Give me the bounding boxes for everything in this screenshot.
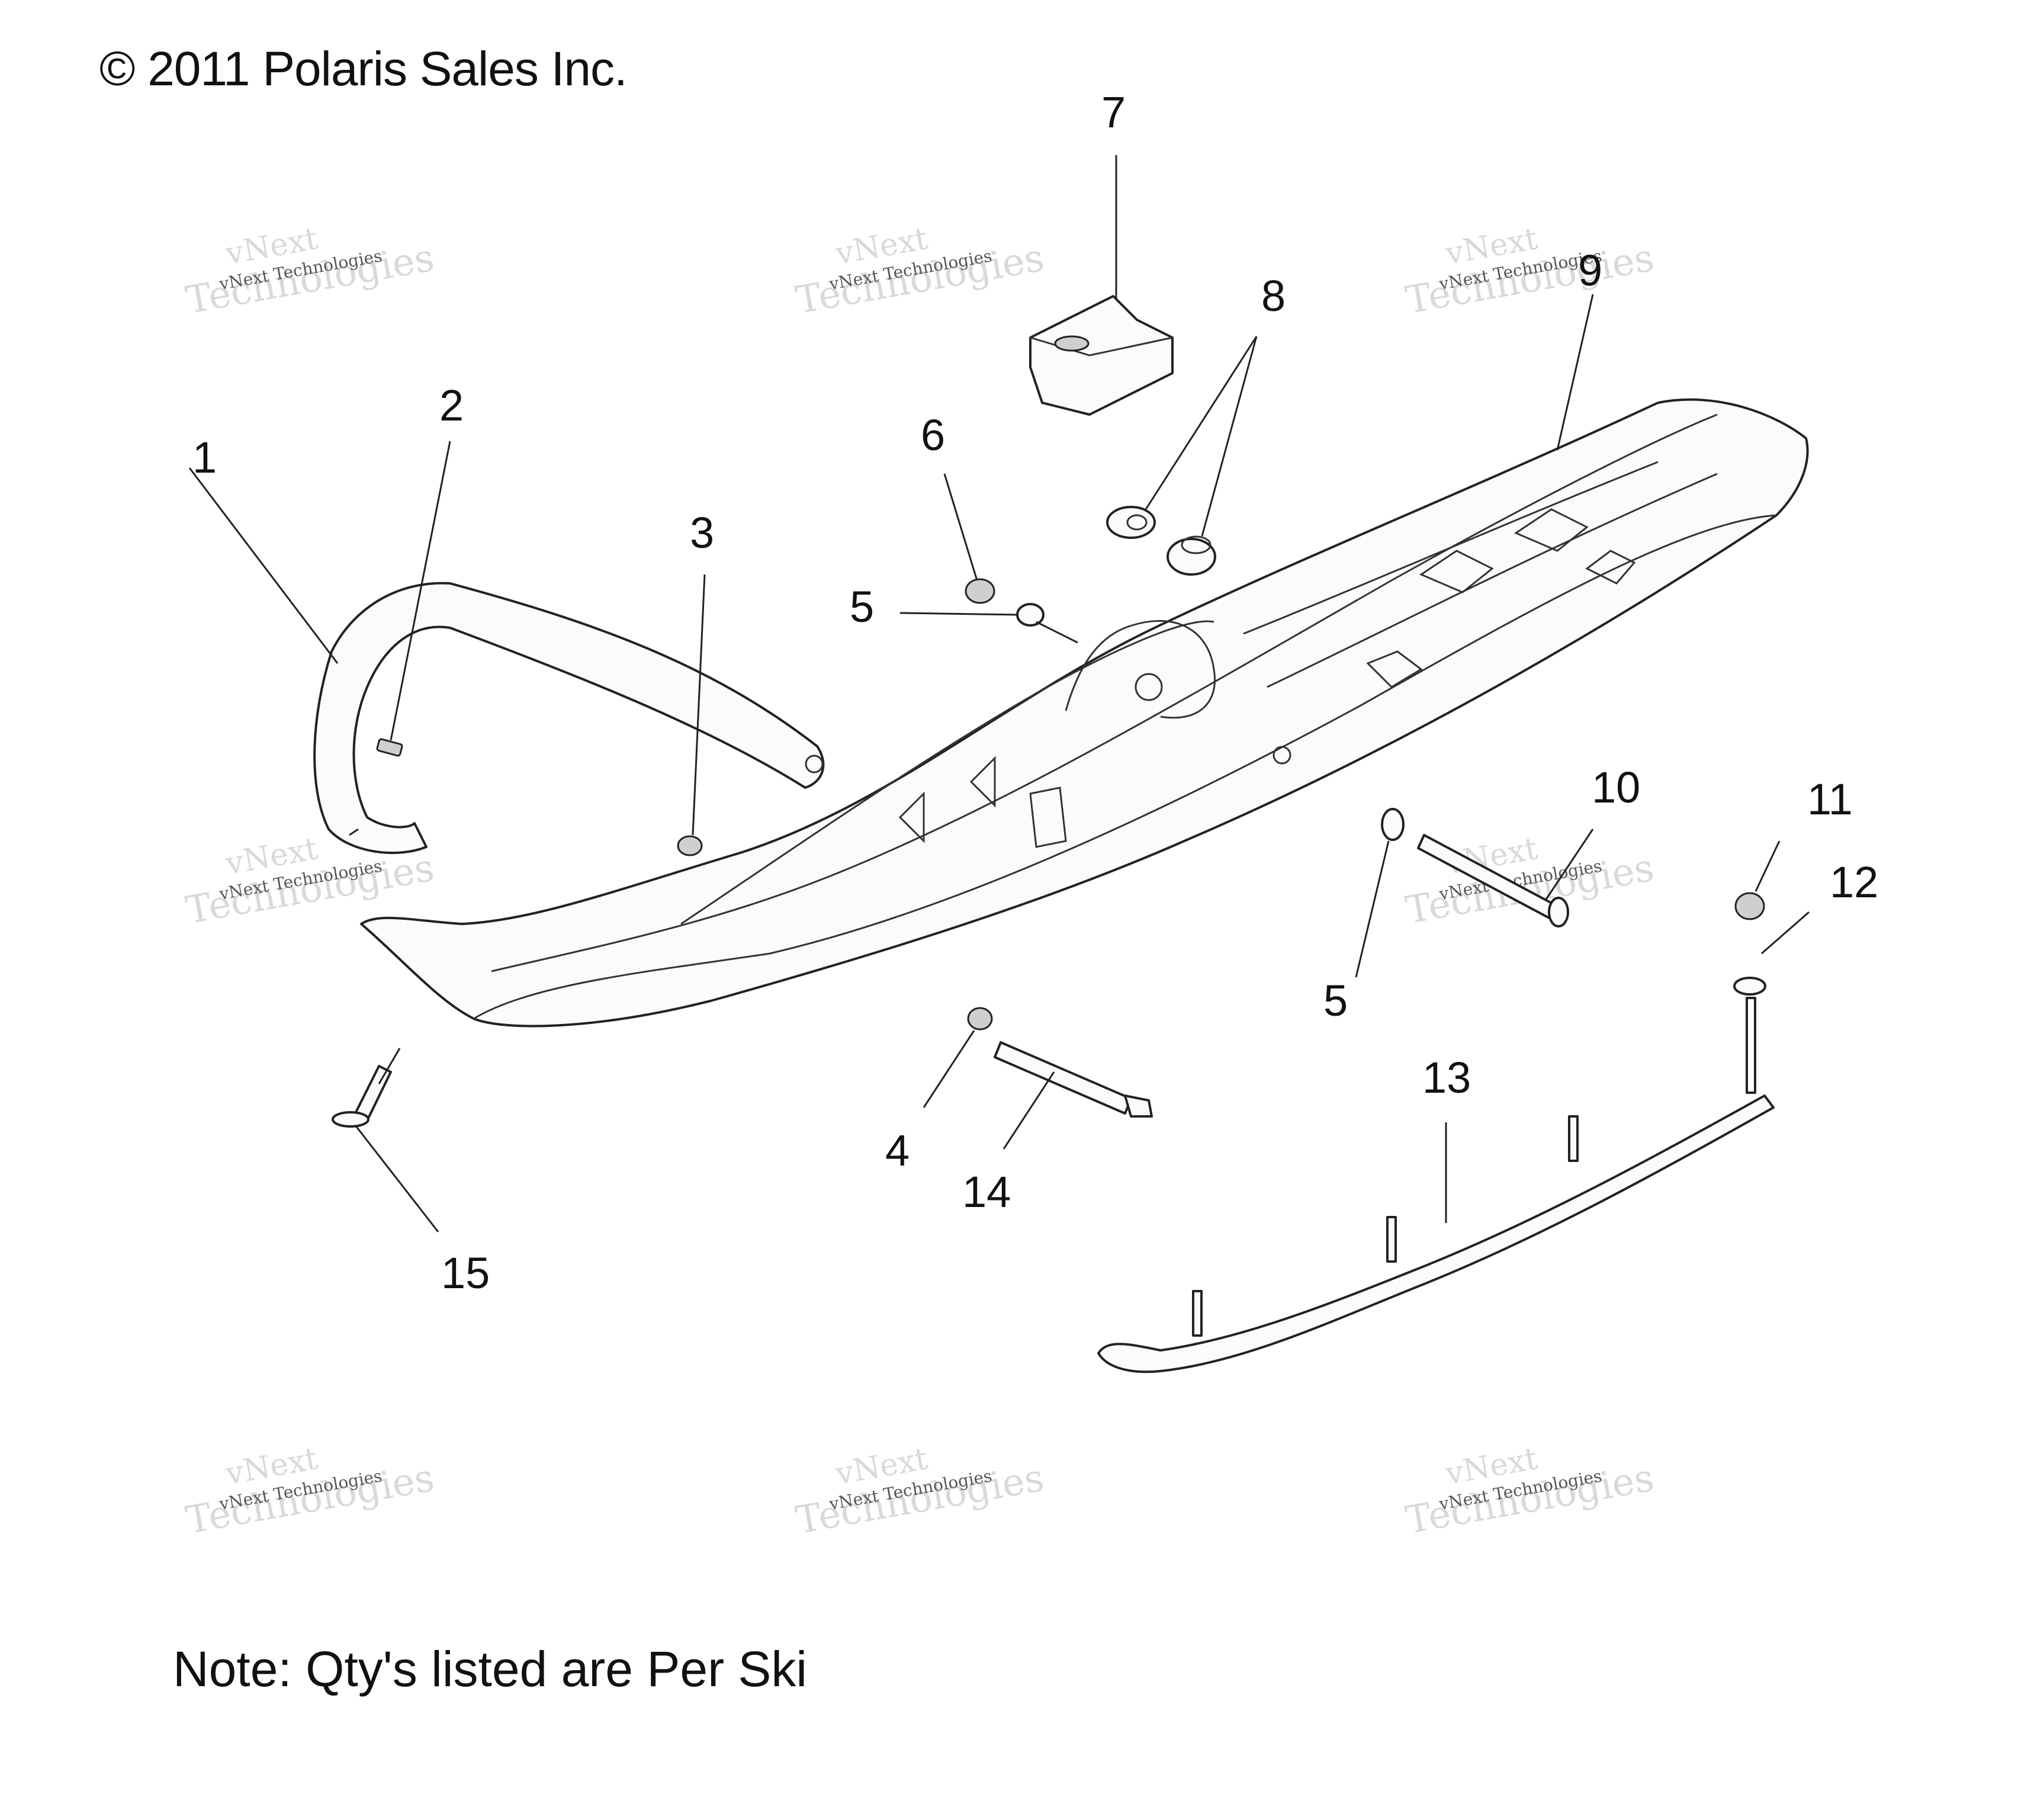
wear-bar (1097, 997, 1775, 1373)
callout-6: 6 (921, 410, 945, 460)
callouts: 1 2 3 4 5 5 6 7 8 9 10 11 12 13 14 15 (192, 88, 1878, 1298)
washer-4 (967, 1007, 993, 1031)
callout-11: 11 (1807, 775, 1853, 824)
nut-6 (965, 578, 995, 604)
washer-5a (1016, 603, 1045, 627)
washer-5b (1381, 808, 1405, 841)
callout-15: 15 (441, 1248, 490, 1298)
callout-1: 1 (192, 433, 217, 482)
callout-12: 12 (1830, 858, 1878, 907)
watermark: vNext Technologies vNext Technologies (793, 1441, 1047, 1543)
washer-12 (1733, 977, 1766, 996)
callout-2: 2 (439, 381, 464, 430)
bracket-hole (1054, 335, 1090, 352)
callout-7: 7 (1101, 88, 1126, 137)
callout-5: 5 (1323, 976, 1348, 1025)
ski-body (360, 398, 1809, 1028)
note-text: Note: Qty's listed are Per Ski (173, 1641, 808, 1697)
callout-4: 4 (885, 1126, 910, 1175)
callout-8: 8 (1261, 271, 1286, 320)
bushing-right (1167, 535, 1216, 576)
ski-handle (313, 582, 825, 854)
screw-15 (332, 1065, 392, 1128)
bushing-left (1106, 506, 1156, 539)
bolt-14 (994, 1041, 1153, 1118)
pivot-hole (1135, 673, 1163, 701)
callout-9: 9 (1578, 246, 1602, 295)
callout-10: 10 (1592, 763, 1640, 812)
nut-3 (677, 835, 703, 856)
handle-hole (805, 755, 824, 773)
callout-3: 3 (690, 508, 714, 557)
watermark: vNext Technologies vNext Technologies (183, 221, 438, 323)
callout-14: 14 (962, 1167, 1011, 1216)
leader-lines (188, 155, 1810, 1232)
callout-13: 13 (1422, 1053, 1471, 1102)
bumper-bracket (1029, 295, 1174, 416)
locknut-11 (1734, 892, 1765, 920)
watermark: vNext Technologies vNext Technologies (1403, 221, 1657, 323)
watermarks: vNext Technologies vNext Technologies vN… (183, 221, 1657, 1543)
watermark: vNext Technologies vNext Technologies (1403, 831, 1657, 933)
clip (376, 738, 403, 757)
mount-hole (1273, 746, 1291, 765)
watermark: vNext Technologies vNext Technologies (183, 1441, 438, 1543)
bolt-10 (1417, 834, 1569, 927)
copyright-text: © 2011 Polaris Sales Inc. (99, 42, 628, 96)
watermark: vNext Technologies vNext Technologies (793, 221, 1047, 323)
callout-5: 5 (850, 582, 874, 631)
watermark: vNext Technologies vNext Technologies (1403, 1441, 1657, 1543)
